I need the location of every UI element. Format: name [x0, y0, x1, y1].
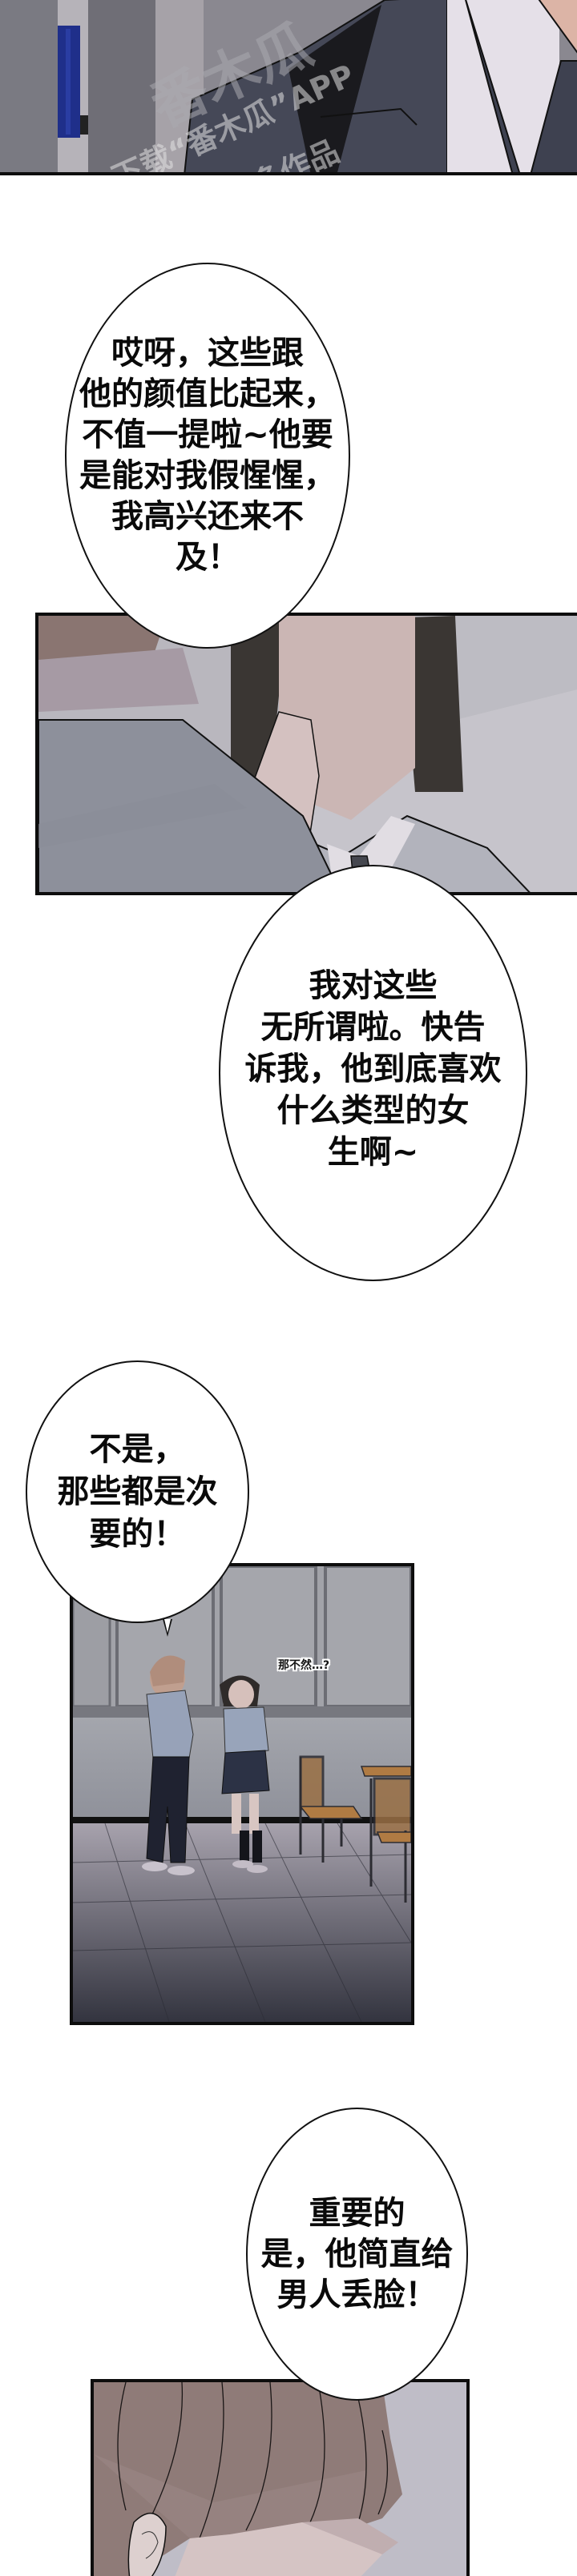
speech-bubble-1-text: 哎呀，这些跟 他的颜值比起来， 不值一提啦~他要 是能对我假惺惺， 我高兴还来不… [79, 335, 336, 576]
panel-2-art [38, 616, 577, 892]
panel-1-art [0, 0, 577, 172]
comic-panel-3: 那不然…? [70, 1563, 414, 2025]
panel-3-art [73, 1566, 411, 2022]
panel-4-art [94, 2382, 466, 2576]
speech-bubble-3-tail-fill [164, 1619, 171, 1633]
speech-bubble-2: 我对这些 无所谓啦。快告 诉我，他到底喜欢 什么类型的女 生啊~ [219, 865, 527, 1281]
speech-bubble-3-text: 不是， 那些都是次 要的！ [57, 1430, 218, 1553]
comic-panel-4 [91, 2379, 470, 2576]
watermark: 番木瓜 下载“番木瓜”APP 观看更多作品 [0, 0, 577, 172]
speech-bubble-4-text: 重要的 是，他简直给 男人丢脸！ [260, 2194, 454, 2313]
speech-bubble-4: 重要的 是，他简直给 男人丢脸！ [246, 2108, 468, 2401]
speech-bubble-1: 哎呀，这些跟 他的颜值比起来， 不值一提啦~他要 是能对我假惺惺， 我高兴还来不… [65, 263, 350, 649]
comic-panel-1: 番木瓜 下载“番木瓜”APP 观看更多作品 [0, 0, 577, 175]
comic-panel-2 [35, 613, 577, 895]
speech-bubble-2-text: 我对这些 无所谓啦。快告 诉我，他到底喜欢 什么类型的女 生啊~ [244, 967, 502, 1171]
sfx-text-1: 那不然…? [278, 1659, 330, 1672]
speech-bubble-3: 不是， 那些都是次 要的！ [26, 1360, 249, 1623]
